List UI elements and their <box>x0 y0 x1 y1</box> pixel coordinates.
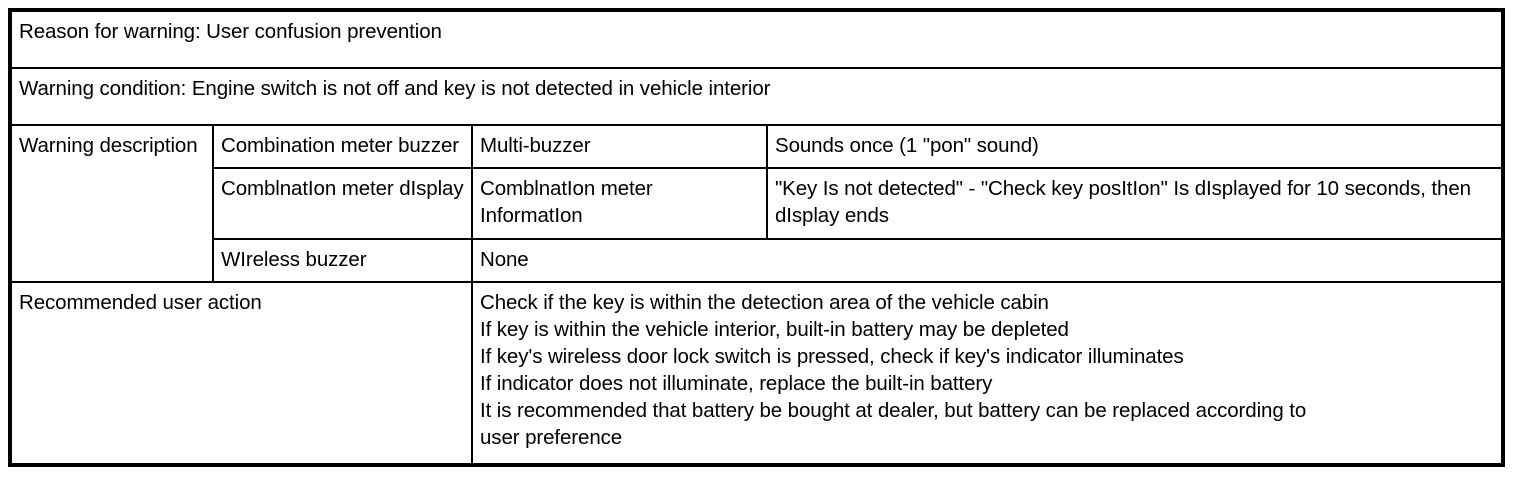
recommended-action-list: Check if the key is within the detection… <box>480 289 1494 451</box>
warning-device-detail: Sounds once (1 "pon" sound) <box>765 123 1502 170</box>
table-row-wireless-buzzer: WIreless buzzer None <box>12 237 1502 284</box>
warning-device-detail: "Key Is not detected" - "Check key posIt… <box>765 167 1502 240</box>
warning-table-grid: Reason for warning: User confusion preve… <box>12 12 1502 463</box>
table-row-recommended-action: Recommended user action Check if the key… <box>12 281 1502 463</box>
list-item: If key's wireless door lock switch is pr… <box>480 345 1184 369</box>
warning-device-type: Multi-buzzer <box>471 123 768 170</box>
table-row-reason: Reason for warning: User confusion preve… <box>12 12 1502 69</box>
table-row-condition: Warning condition: Engine switch is not … <box>12 67 1502 126</box>
warning-device-type: ComblnatIon meter InformatIon <box>471 167 768 240</box>
list-item: It is recommended that battery be bought… <box>480 399 1307 423</box>
reason-for-warning-text: Reason for warning: User confusion preve… <box>12 12 1502 69</box>
warning-device-type: None <box>470 237 1502 284</box>
list-item: Check if the key is within the detection… <box>480 291 1049 315</box>
warning-description-label: Warning description <box>12 123 214 284</box>
list-item: If key is within the vehicle interior, b… <box>480 318 1069 342</box>
table-row-buzzer: Warning description Combination meter bu… <box>12 123 1502 284</box>
recommended-action-cell: Check if the key is within the detection… <box>470 281 1502 463</box>
warning-specification-table: Reason for warning: User confusion preve… <box>8 8 1505 467</box>
recommended-action-label: Recommended user action <box>12 281 473 463</box>
warning-condition-text: Warning condition: Engine switch is not … <box>12 67 1502 126</box>
table-row-meter-display: ComblnatIon meter dIsplay ComblnatIon me… <box>12 167 1502 240</box>
warning-device-name: ComblnatIon meter dIsplay <box>213 167 473 240</box>
list-item: If indicator does not illuminate, replac… <box>480 372 993 396</box>
warning-device-name: Combination meter buzzer <box>212 123 473 170</box>
warning-device-name: WIreless buzzer <box>213 237 473 284</box>
list-item: user preference <box>480 426 623 450</box>
